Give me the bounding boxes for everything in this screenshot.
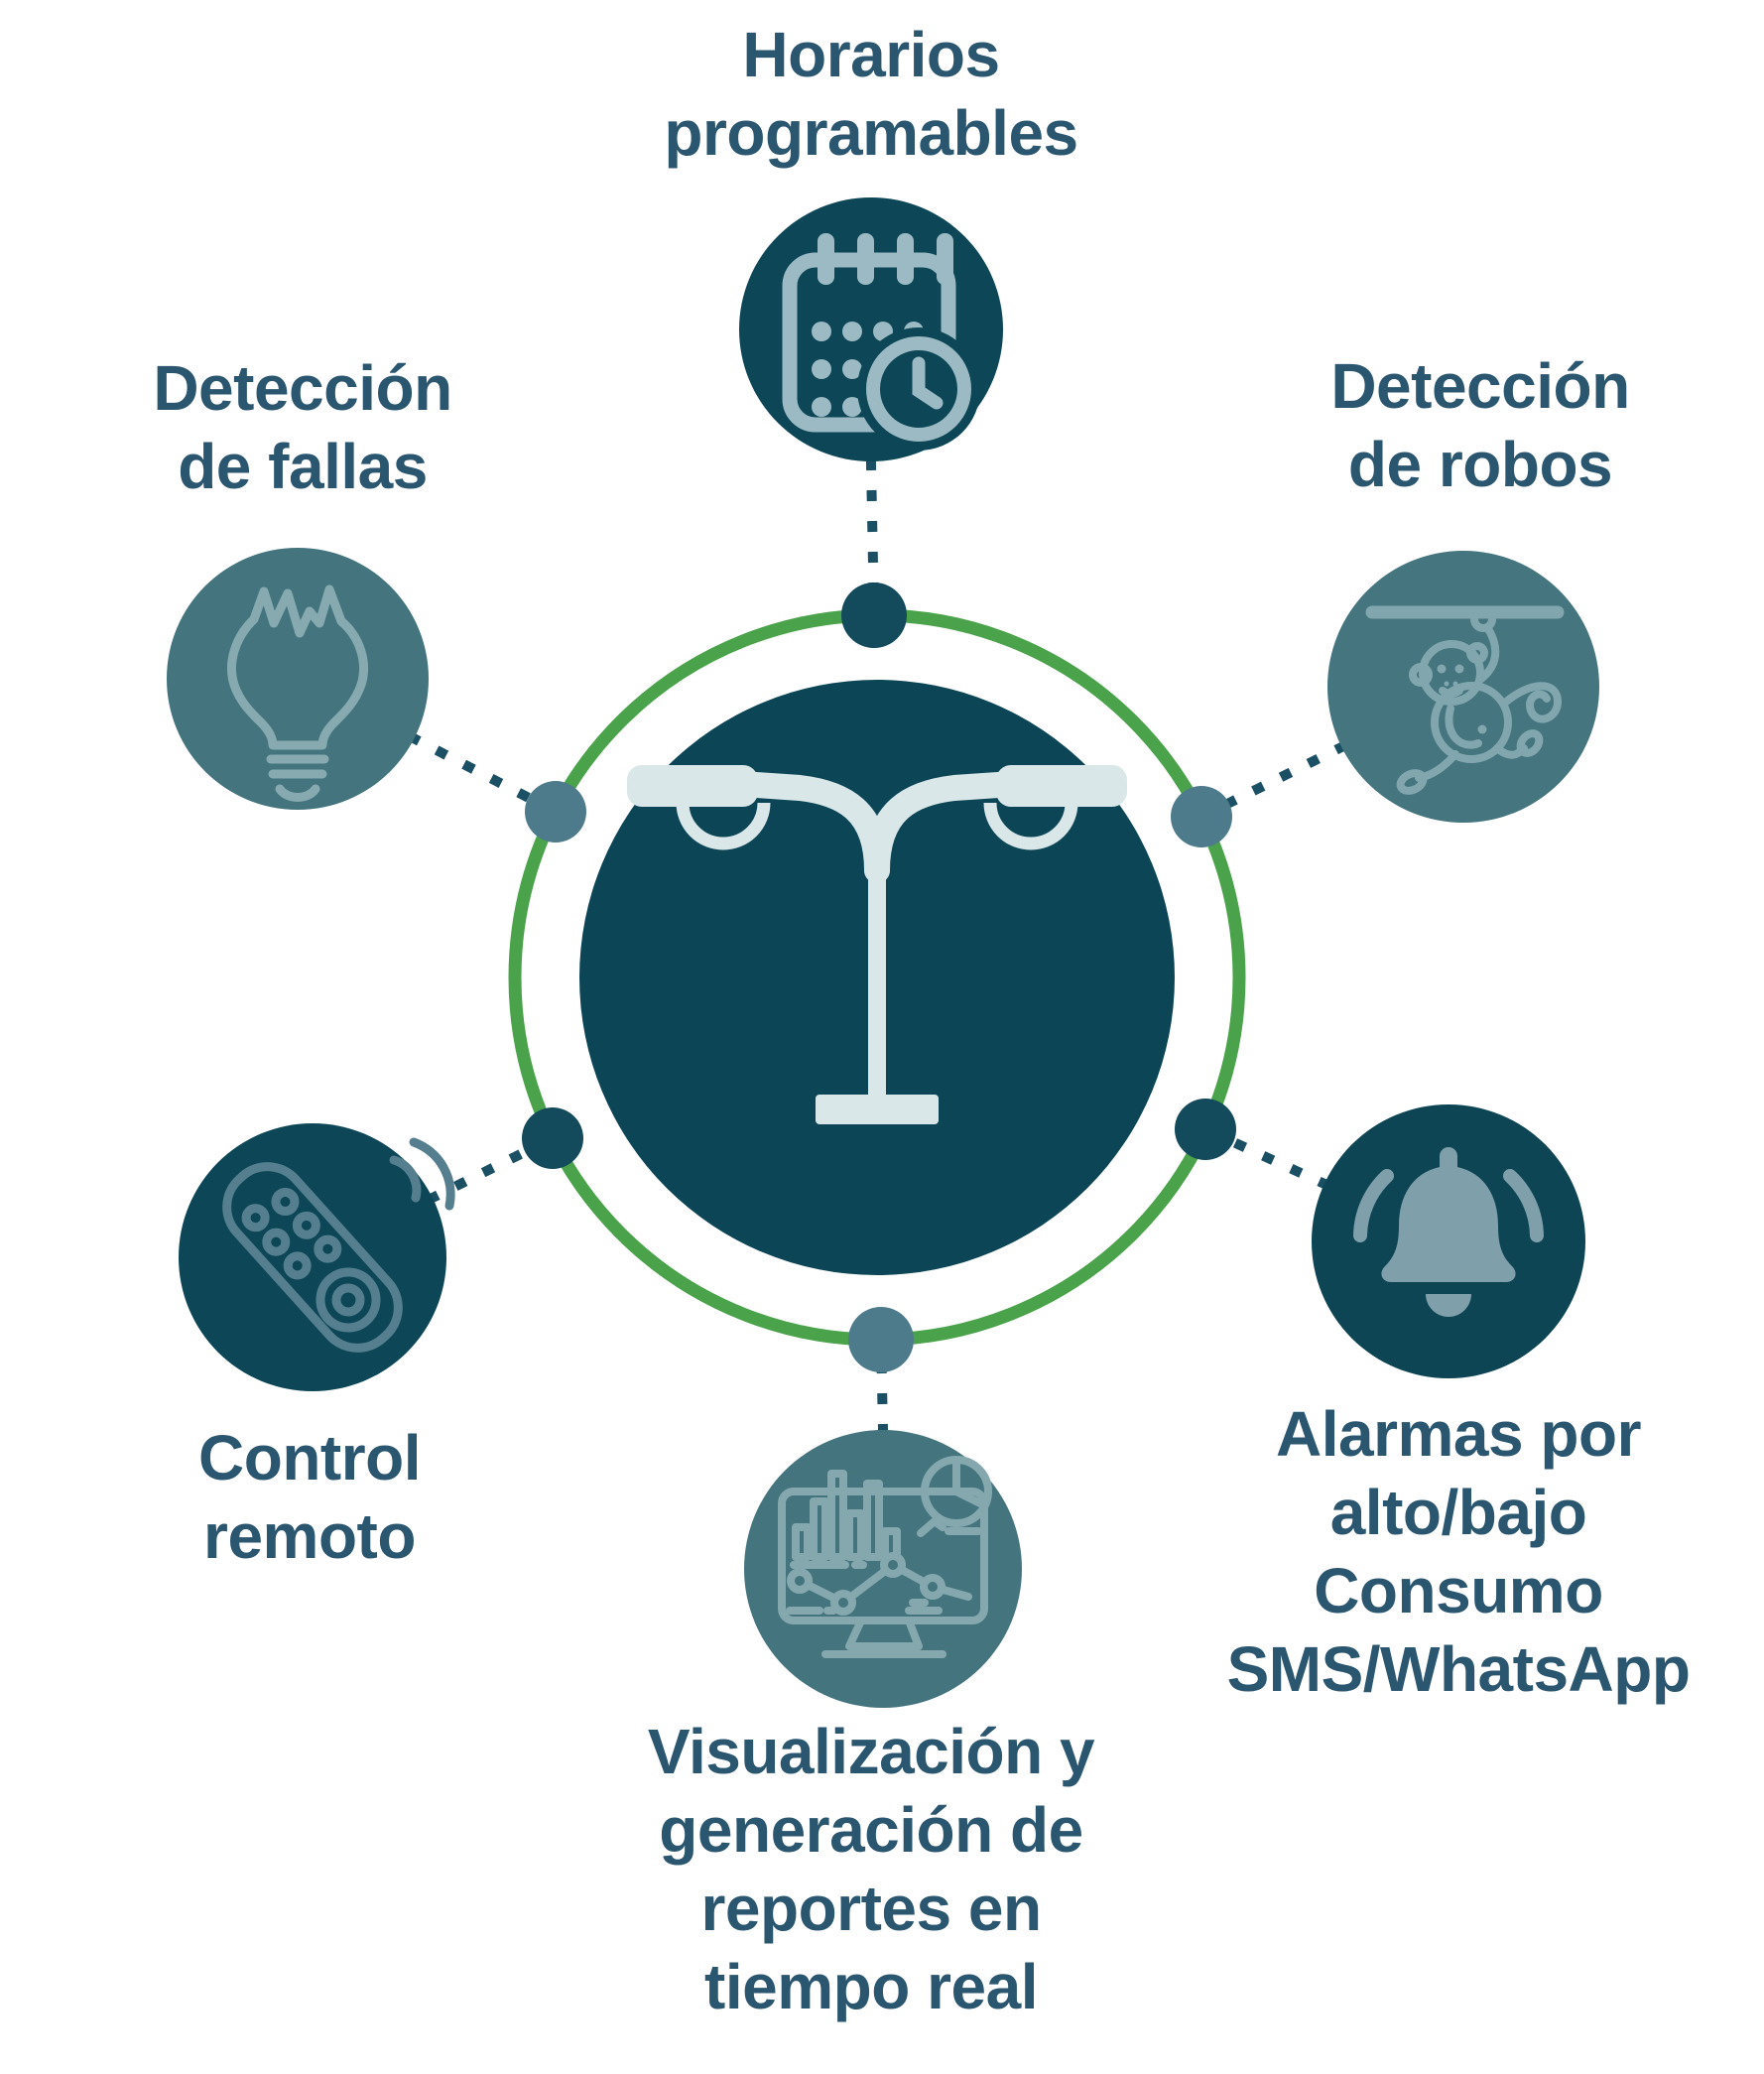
label-line: generación de — [659, 1794, 1083, 1866]
label-line: Visualización y — [647, 1716, 1095, 1787]
signal-waves-icon — [389, 1137, 455, 1211]
node-fallas — [525, 781, 586, 843]
label-line: reportes en — [700, 1873, 1042, 1944]
node-remoto — [522, 1107, 583, 1169]
label-visualizacion: Visualización y generación de reportes e… — [647, 1713, 1095, 2026]
label-line: Consumo — [1314, 1555, 1603, 1626]
node-horarios — [841, 583, 907, 648]
monkey-icon — [1365, 605, 1565, 795]
feature-circle-remoto — [179, 1123, 455, 1391]
label-line: de fallas — [178, 431, 428, 502]
node-visualizacion — [848, 1307, 914, 1372]
label-line: Horarios — [742, 19, 1000, 90]
feature-circle-visualizacion — [744, 1430, 1022, 1708]
connector-robos — [1195, 740, 1348, 824]
label-horarios: Horarios programables — [664, 16, 1078, 173]
label-deteccion-robos: Detección de robos — [1330, 347, 1630, 504]
label-line: alto/bajo — [1329, 1477, 1587, 1548]
label-alarmas: Alarmas por alto/bajo Consumo SMS/WhatsA… — [1227, 1395, 1691, 1709]
broken-bulb-icon — [227, 584, 368, 802]
label-line: programables — [664, 97, 1078, 169]
connector-remoto — [426, 1131, 560, 1205]
connector-alarmas — [1198, 1122, 1331, 1191]
feature-circle-horarios — [739, 197, 1003, 461]
bell-icon — [1353, 1147, 1544, 1317]
feature-circle-fallas — [167, 548, 429, 810]
dashboard-monitor-icon — [778, 1456, 992, 1658]
node-robos — [1171, 786, 1232, 847]
label-line: Control — [198, 1422, 422, 1493]
streetlight-icon — [627, 765, 1127, 1124]
label-line: tiempo real — [704, 1951, 1038, 2022]
label-line: de robos — [1347, 429, 1613, 500]
connector-fallas — [407, 731, 563, 819]
ring-nodes — [522, 583, 1236, 1372]
label-line: SMS/WhatsApp — [1226, 1633, 1691, 1705]
node-alarmas — [1175, 1099, 1236, 1160]
feature-circle-alarmas — [1312, 1104, 1585, 1378]
label-line: Detección — [1330, 350, 1630, 422]
label-control-remoto: Control remoto — [198, 1419, 422, 1576]
remote-control-icon — [222, 1162, 403, 1353]
feature-circle-robos — [1327, 551, 1599, 823]
label-line: Alarmas por — [1276, 1398, 1641, 1470]
label-deteccion-fallas: Detección de fallas — [153, 349, 452, 506]
label-line: Detección — [153, 352, 452, 424]
calendar-clock-icon — [782, 233, 980, 451]
label-line: remoto — [203, 1500, 416, 1572]
